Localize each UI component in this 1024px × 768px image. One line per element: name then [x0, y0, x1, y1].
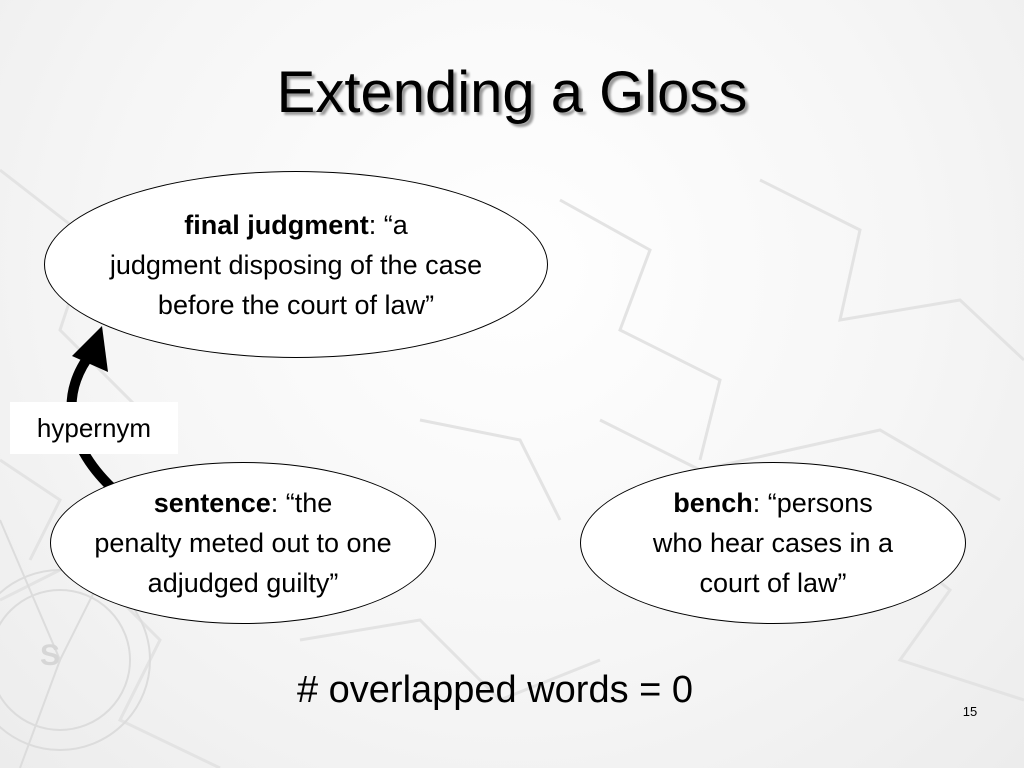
- node-final-judgment-gloss: final judgment: “a judgment disposing of…: [110, 205, 482, 325]
- overlap-count: # overlapped words = 0: [296, 669, 694, 711]
- hypernym-label: hypernym: [10, 402, 178, 454]
- node-sentence-line1: : “the: [270, 488, 333, 518]
- node-bench-line3: court of law”: [699, 568, 847, 598]
- node-final-judgment: final judgment: “a judgment disposing of…: [44, 171, 548, 358]
- node-bench-line2: who hear cases in a: [652, 528, 894, 558]
- node-sentence-term: sentence: [153, 488, 271, 518]
- node-bench-gloss: bench: “persons who hear cases in a cour…: [653, 483, 893, 603]
- node-final-judgment-line3: before the court of law”: [157, 289, 435, 320]
- node-final-judgment-line2: judgment disposing of the case: [109, 249, 483, 280]
- node-sentence-line3: adjudged guilty”: [147, 568, 339, 598]
- node-bench-term: bench: [673, 488, 753, 518]
- node-bench: bench: “persons who hear cases in a cour…: [580, 462, 966, 624]
- node-sentence-line2: penalty meted out to one: [94, 528, 392, 558]
- slide-title: Extending a Gloss: [276, 60, 748, 125]
- node-sentence-gloss: sentence: “the penalty meted out to one …: [94, 483, 391, 603]
- node-final-judgment-term: final judgment: [184, 209, 369, 240]
- node-final-judgment-line1: : “a: [368, 209, 408, 240]
- svg-text:S: S: [40, 639, 60, 672]
- slide-number: 15: [962, 704, 978, 719]
- node-bench-line1: : “persons: [752, 488, 873, 518]
- node-sentence: sentence: “the penalty meted out to one …: [50, 462, 436, 624]
